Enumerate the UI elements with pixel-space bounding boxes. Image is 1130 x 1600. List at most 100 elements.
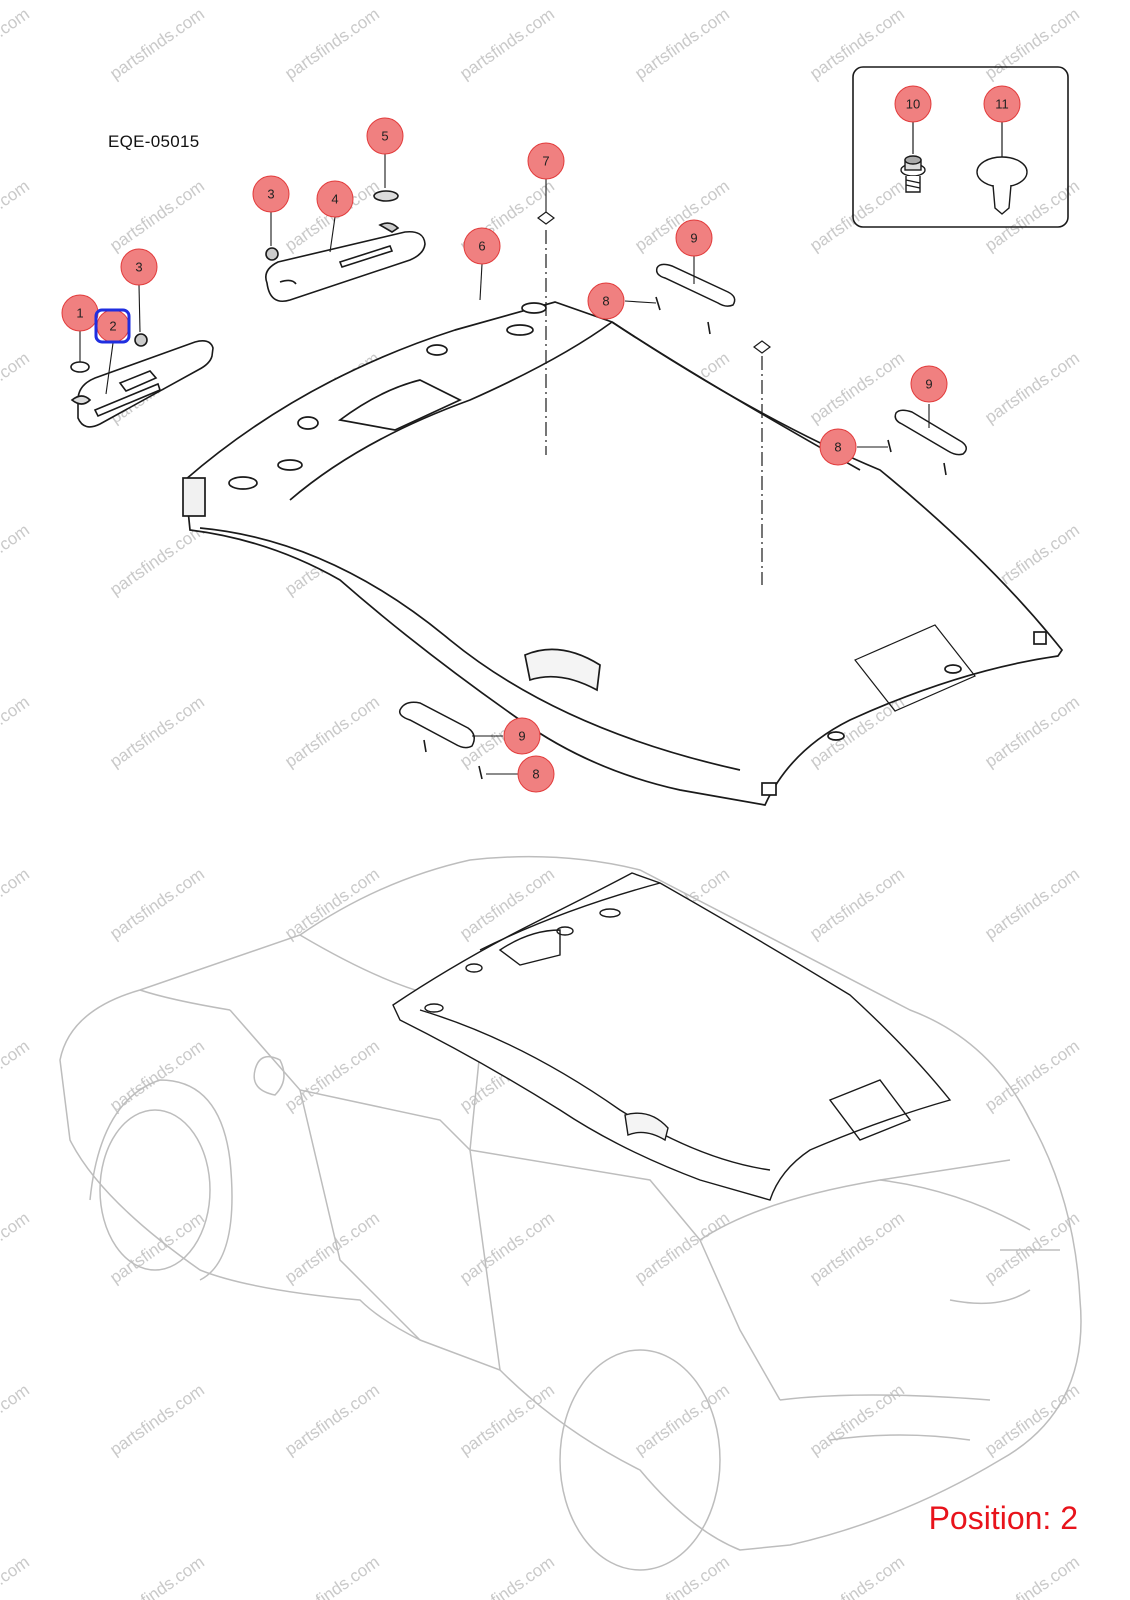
watermark-text: partsfinds.com — [806, 1552, 907, 1600]
callout-number: 6 — [478, 239, 485, 254]
watermark-text: partsfinds.com — [0, 692, 33, 771]
watermark-text: partsfinds.com — [806, 176, 907, 255]
callout-part-9-bottom[interactable]: 9 — [503, 717, 541, 755]
watermark-text: partsfinds.com — [981, 1208, 1082, 1287]
watermark-text: partsfinds.com — [631, 4, 732, 83]
diagram-code: EQE-05015 — [108, 132, 200, 151]
callout-circle — [983, 85, 1021, 123]
callout-part-5[interactable]: 5 — [366, 117, 404, 155]
callout-number: 10 — [906, 97, 920, 112]
watermark-text: partsfinds.com — [631, 1552, 732, 1600]
callout-leaders — [79, 154, 930, 775]
screws — [423, 296, 947, 780]
fastener-inset-box — [852, 66, 1069, 228]
callout-number: 8 — [834, 440, 841, 455]
retainer-leaders — [545, 230, 763, 585]
watermark-text: partsfinds.com — [0, 1552, 33, 1600]
watermark-text: partsfinds.com — [106, 1036, 207, 1115]
retainer-squares — [537, 211, 771, 354]
watermark-text: partsfinds.com — [806, 1380, 907, 1459]
callout-part-6[interactable]: 6 — [463, 227, 501, 265]
watermark-text: partsfinds.com — [106, 692, 207, 771]
watermark-text: partsfinds.com — [0, 1208, 33, 1287]
callout-number: 3 — [267, 187, 274, 202]
callout-part-1[interactable]: 1 — [61, 294, 99, 332]
callout-number: 4 — [331, 192, 338, 207]
watermark-text: partsfinds.com — [0, 348, 33, 427]
callout-part-2-highlighted[interactable]: 2 — [94, 308, 131, 344]
callout-circle — [910, 365, 948, 403]
watermark-text: partsfinds.com — [281, 1552, 382, 1600]
callout-number: 1 — [76, 306, 83, 321]
watermark-text: partsfinds.com — [806, 864, 907, 943]
watermark-text: partsfinds.com — [806, 4, 907, 83]
watermark-text: partsfinds.com — [456, 1552, 557, 1600]
watermark-text: partsfinds.com — [0, 1036, 33, 1115]
callout-number: 9 — [690, 231, 697, 246]
watermark-text: partsfinds.com — [981, 1552, 1082, 1600]
callout-number: 11 — [995, 97, 1009, 112]
callout-circle — [819, 428, 857, 466]
callout-number: 2 — [109, 319, 116, 334]
callout-number: 3 — [135, 260, 142, 275]
watermark-text: partsfinds.com — [456, 4, 557, 83]
watermark-text: partsfinds.com — [0, 4, 33, 83]
watermark-text: partsfinds.com — [456, 1208, 557, 1287]
callout-part-8-bottom[interactable]: 8 — [517, 755, 555, 793]
callout-part-9-top[interactable]: 9 — [675, 219, 713, 257]
position-indicator: Position: 2 — [928, 1500, 1078, 1536]
watermark-text: partsfinds.com — [0, 176, 33, 255]
watermark-layer: partsfinds.com partsfinds.com partsfinds.c… — [0, 4, 1083, 1600]
callout-circle — [316, 180, 354, 218]
callout-circle — [503, 717, 541, 755]
watermark-text: partsfinds.com — [0, 1380, 33, 1459]
callout-circle — [527, 142, 565, 180]
callout-circle — [120, 248, 158, 286]
clip-illustration — [976, 156, 1028, 215]
callout-layer: 1 2 3 3 4 5 — [61, 85, 1021, 793]
watermark-text: partsfinds.com — [806, 348, 907, 427]
watermark-text: partsfinds.com — [981, 1380, 1082, 1459]
watermark-text: partsfinds.com — [106, 1552, 207, 1600]
callout-number: 7 — [542, 154, 549, 169]
watermark-text: partsfinds.com — [281, 1208, 382, 1287]
callout-circle — [894, 85, 932, 123]
watermark-text: partsfinds.com — [456, 1380, 557, 1459]
watermark-text: partsfinds.com — [981, 864, 1082, 943]
watermark-text: partsfinds.com — [281, 864, 382, 943]
callout-circle — [463, 227, 501, 265]
watermark-text: partsfinds.com — [981, 348, 1082, 427]
callout-part-8-top[interactable]: 8 — [587, 282, 625, 320]
watermark-text: partsfinds.com — [981, 692, 1082, 771]
watermark-text: partsfinds.com — [106, 1380, 207, 1459]
sun-visor-upper — [265, 190, 426, 302]
watermark-text: partsfinds.com — [981, 1036, 1082, 1115]
bolt-illustration — [900, 155, 926, 193]
watermark-text: partsfinds.com — [281, 4, 382, 83]
watermark-text: partsfinds.com — [281, 1380, 382, 1459]
vehicle-headliner — [392, 872, 952, 1201]
callout-part-4[interactable]: 4 — [316, 180, 354, 218]
callout-part-3-upper[interactable]: 3 — [252, 175, 290, 213]
watermark-text: partsfinds.com — [981, 4, 1082, 83]
watermark-text: partsfinds.com — [281, 692, 382, 771]
callout-number: 5 — [381, 129, 388, 144]
callout-number: 9 — [925, 377, 932, 392]
watermark-text: partsfinds.com — [281, 1036, 382, 1115]
callout-circle — [517, 755, 555, 793]
grab-handles — [398, 263, 967, 749]
callout-circle — [252, 175, 290, 213]
callout-part-8-right[interactable]: 8 — [819, 428, 857, 466]
watermark-text: partsfinds.com — [106, 864, 207, 943]
callout-part-11[interactable]: 11 — [983, 85, 1021, 123]
callout-part-10[interactable]: 10 — [894, 85, 932, 123]
callout-circle — [366, 117, 404, 155]
callout-number: 8 — [602, 294, 609, 309]
callout-part-9-right[interactable]: 9 — [910, 365, 948, 403]
callout-part-3-left[interactable]: 3 — [120, 248, 158, 286]
watermark-text: partsfinds.com — [106, 4, 207, 83]
watermark-text: partsfinds.com — [806, 1208, 907, 1287]
callout-number: 8 — [532, 767, 539, 782]
callout-part-7[interactable]: 7 — [527, 142, 565, 180]
